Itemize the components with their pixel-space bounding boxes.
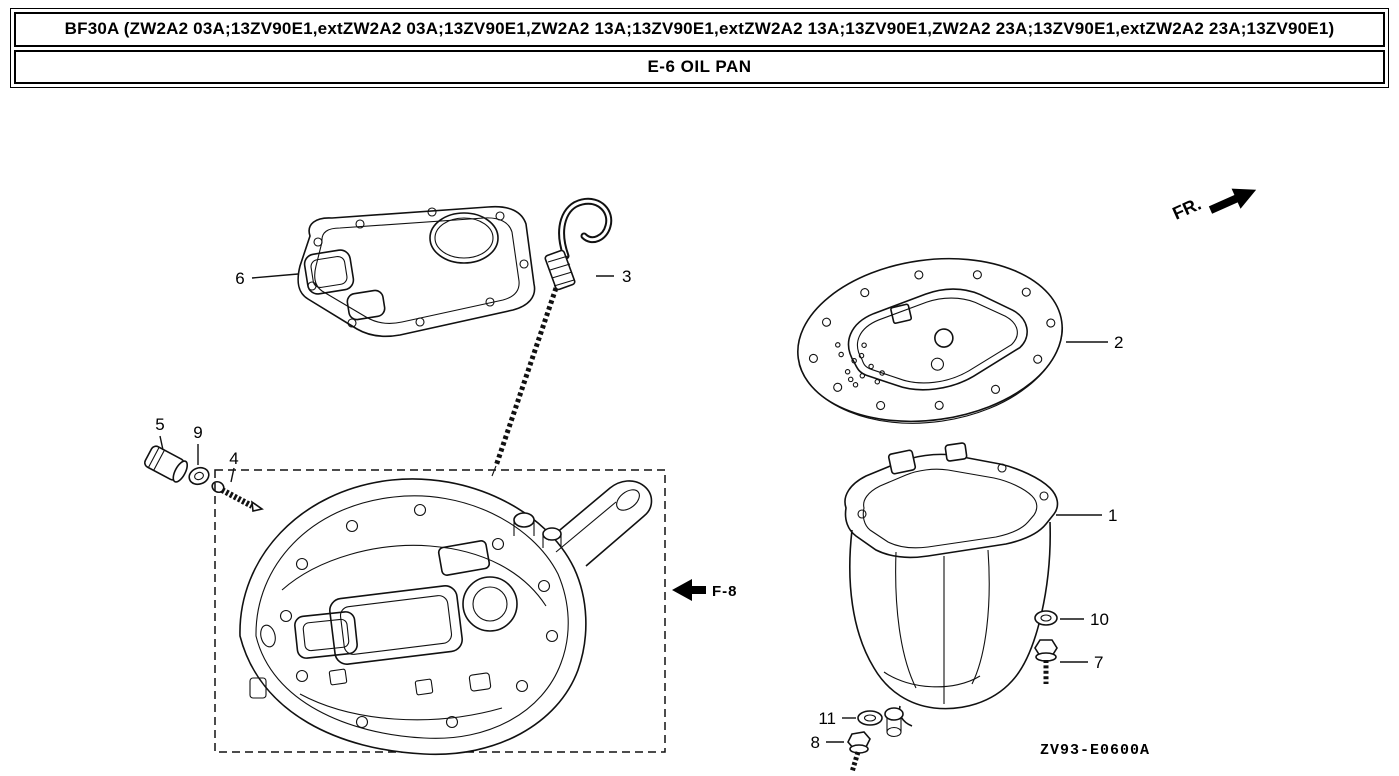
reference-label: F-8: [712, 583, 738, 600]
part-7-bolt: [1034, 639, 1058, 684]
extension-case-top-view: [239, 478, 653, 756]
callout-2: 2: [1114, 333, 1123, 352]
section-title: E-6 OIL PAN: [14, 49, 1385, 84]
model-title: BF30A (ZW2A2 03A;13ZV90E1,extZW2A2 03A;1…: [14, 12, 1385, 47]
part-10-washer: [1034, 610, 1058, 626]
gasket-dot-cluster: [835, 342, 885, 388]
part-6-gasket: [297, 205, 536, 338]
part-4-dowel-pin: [211, 480, 264, 512]
fr-arrow-icon: [1208, 188, 1257, 214]
callout-10: 10: [1090, 610, 1109, 629]
part-11-washer: [857, 710, 883, 726]
callout-4: 4: [229, 449, 238, 468]
part-5-pin-collar: [144, 445, 189, 483]
left-arrow-icon: [672, 579, 706, 601]
part-2-gasket-plate: [797, 257, 1064, 424]
leader-line-6: [251, 273, 299, 279]
callout-11: 11: [818, 709, 836, 728]
reference-arrow-f8: F-8: [672, 579, 738, 601]
callout-5: 5: [155, 415, 164, 434]
fr-direction: FR.: [1169, 188, 1257, 224]
leader-line-5: [159, 435, 164, 451]
fr-label: FR.: [1169, 194, 1204, 224]
part-8-bolt: [847, 731, 871, 772]
callout-1: 1: [1108, 506, 1117, 525]
drawing-code: ZV93-E0600A: [1040, 742, 1150, 759]
part-9-oring: [188, 466, 210, 486]
header: BF30A (ZW2A2 03A;13ZV90E1,extZW2A2 03A;1…: [10, 8, 1389, 88]
parts-diagram: 6 3: [144, 188, 1257, 772]
callout-7: 7: [1094, 653, 1103, 672]
callout-9: 9: [193, 423, 202, 442]
part-1-oil-pan: [844, 442, 1059, 738]
callout-3: 3: [622, 267, 631, 286]
callout-6: 6: [235, 269, 244, 288]
part-3-dipstick: [491, 197, 613, 477]
callout-8: 8: [811, 733, 820, 752]
